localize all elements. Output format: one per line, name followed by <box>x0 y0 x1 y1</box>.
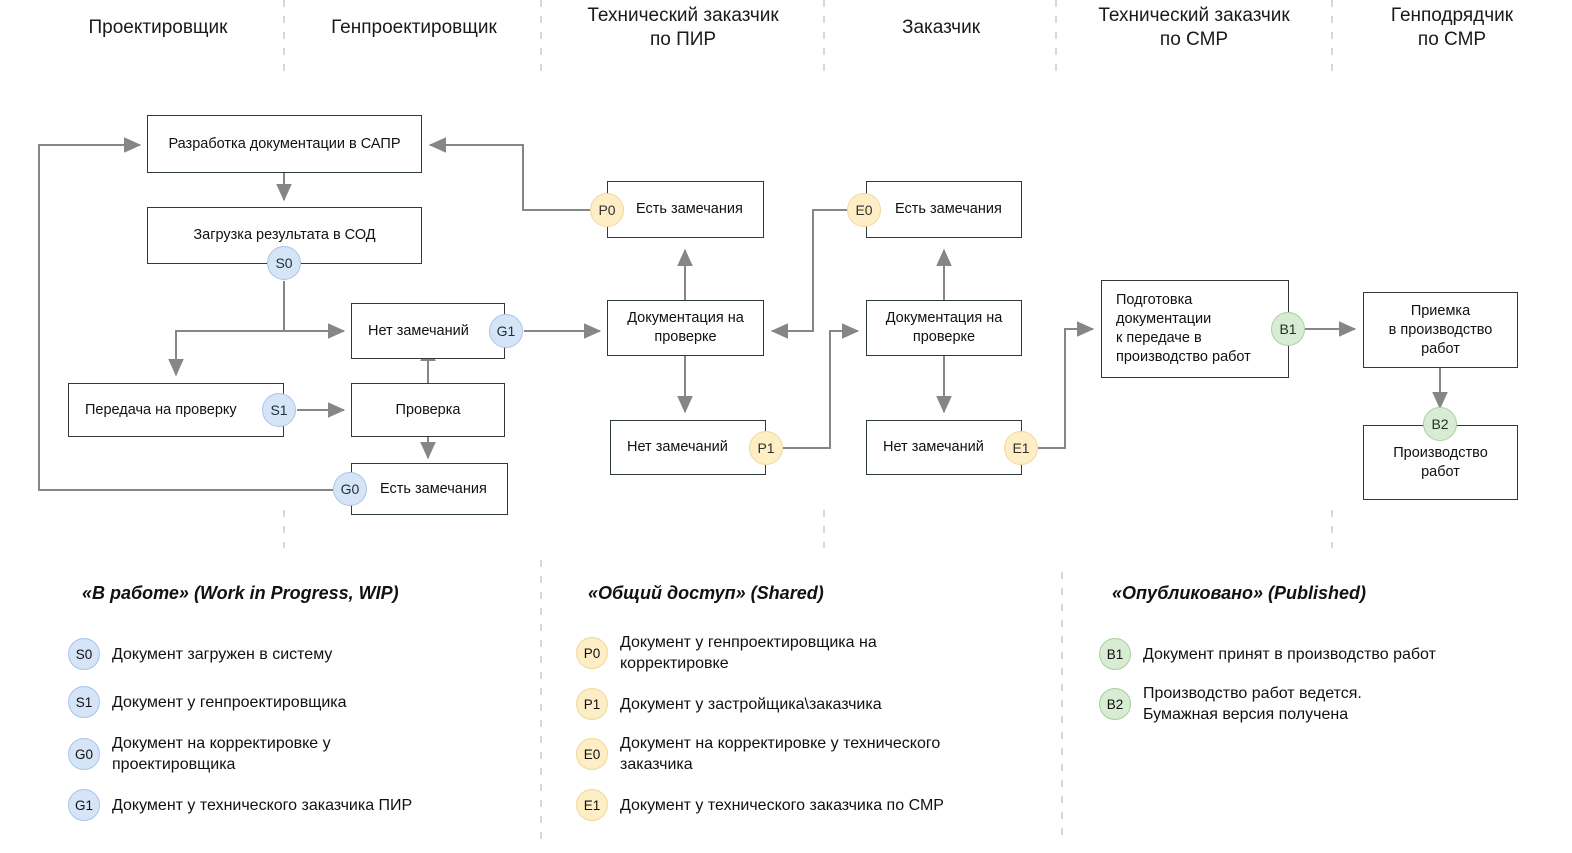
legend-text-g1: Документ у технического заказчика ПИР <box>112 796 413 814</box>
legend-badge-s1: S1 <box>68 686 100 718</box>
legend-badge-e1: E1 <box>576 789 608 821</box>
status-badge-b2[interactable]: B2 <box>1423 407 1457 441</box>
legend-badge-b2: B2 <box>1099 688 1131 720</box>
legend-title-shared: «Общий доступ» (Shared) <box>588 583 824 603</box>
legend-item-e1: E1 Документ у технического заказчика по … <box>576 789 1056 821</box>
node-no-remarks-g1[interactable]: Нет замечаний <box>351 303 505 359</box>
legend-badge-p0: P0 <box>576 637 608 669</box>
legend-item-g0: G0 Документ на корректировке у проектиро… <box>68 733 528 775</box>
node-prepare-for-production[interactable]: Подготовка документации к передаче в про… <box>1101 280 1289 378</box>
node-has-remarks-p0[interactable]: Есть замечания <box>607 181 764 238</box>
node-docs-on-review-customer[interactable]: Документация на проверке <box>866 300 1022 356</box>
legend-text-s1: Документ у генпроектировщика <box>112 693 347 711</box>
lane-title-tech-customer-smr: Технический заказчик по СМР <box>1098 5 1290 50</box>
node-check[interactable]: Проверка <box>351 383 505 437</box>
legend-badge-s0: S0 <box>68 638 100 670</box>
status-badge-s0[interactable]: S0 <box>267 246 301 280</box>
lane-title-tech-customer-pir: Технический заказчик по ПИР <box>587 5 779 50</box>
node-transfer-to-check[interactable]: Передача на проверку <box>68 383 284 437</box>
status-badge-p0[interactable]: P0 <box>590 193 624 227</box>
legend-text-b1: Документ принят в производство работ <box>1143 645 1436 663</box>
status-badge-g0[interactable]: G0 <box>333 472 367 506</box>
lane-title-general-contractor-smr: Генподрядчик по СМР <box>1390 5 1514 50</box>
legend-text-s0: Документ загружен в систему <box>112 645 333 663</box>
legend-badge-e0: E0 <box>576 738 608 770</box>
legend-badge-g1: G1 <box>68 789 100 821</box>
legend-item-b1: B1 Документ принят в производство работ <box>1099 638 1559 670</box>
node-acceptance-production[interactable]: Приемка в производство работ <box>1363 292 1518 368</box>
status-badge-s1[interactable]: S1 <box>262 393 296 427</box>
node-cad-development[interactable]: Разработка документации в САПР <box>147 115 422 173</box>
legend-item-b2: B2 Производство работ ведется. Бумажная … <box>1099 683 1559 725</box>
legend-text-p0: Документ у генпроектировщика на корректи… <box>620 634 877 672</box>
status-badge-b1[interactable]: B1 <box>1271 312 1305 346</box>
node-no-remarks-e1[interactable]: Нет замечаний <box>866 420 1022 475</box>
legend-item-p0: P0 Документ у генпроектировщика на корре… <box>576 632 1046 674</box>
status-badge-e1[interactable]: E1 <box>1004 431 1038 465</box>
node-has-remarks-e0[interactable]: Есть замечания <box>866 181 1022 238</box>
legend-title-wip: «В работе» (Work in Progress, WIP) <box>82 583 399 603</box>
lane-title-customer: Заказчик <box>901 17 981 38</box>
legend-text-e0: Документ на корректировке у технического… <box>620 735 941 773</box>
legend-item-s1: S1 Документ у генпроектировщика <box>68 686 518 718</box>
lane-title-designer: Проектировщик <box>88 17 228 38</box>
legend-text-p1: Документ у застройщика\заказчика <box>620 695 882 713</box>
legend-text-g0: Документ на корректировке у проектировщи… <box>112 735 331 773</box>
legend-badge-g0: G0 <box>68 738 100 770</box>
legend-badge-b1: B1 <box>1099 638 1131 670</box>
status-badge-e0[interactable]: E0 <box>847 193 881 227</box>
legend-item-g1: G1 Документ у технического заказчика ПИР <box>68 789 538 821</box>
legend-title-published: «Опубликовано» (Published) <box>1112 583 1366 603</box>
legend-text-e1: Документ у технического заказчика по СМР <box>620 796 944 814</box>
legend-badge-p1: P1 <box>576 688 608 720</box>
node-no-remarks-p1[interactable]: Нет замечаний <box>610 420 766 475</box>
legend-item-p1: P1 Документ у застройщика\заказчика <box>576 688 1046 720</box>
lane-title-general-designer: Генпроектировщик <box>331 17 497 38</box>
node-docs-on-review-pir[interactable]: Документация на проверке <box>607 300 764 356</box>
legend-item-e0: E0 Документ на корректировке у техническ… <box>576 733 1056 775</box>
legend-item-s0: S0 Документ загружен в систему <box>68 638 518 670</box>
node-has-remarks-g0[interactable]: Есть замечания <box>351 463 508 515</box>
legend-text-b2: Производство работ ведется. Бумажная вер… <box>1143 685 1362 723</box>
status-badge-g1[interactable]: G1 <box>489 314 523 348</box>
status-badge-p1[interactable]: P1 <box>749 431 783 465</box>
